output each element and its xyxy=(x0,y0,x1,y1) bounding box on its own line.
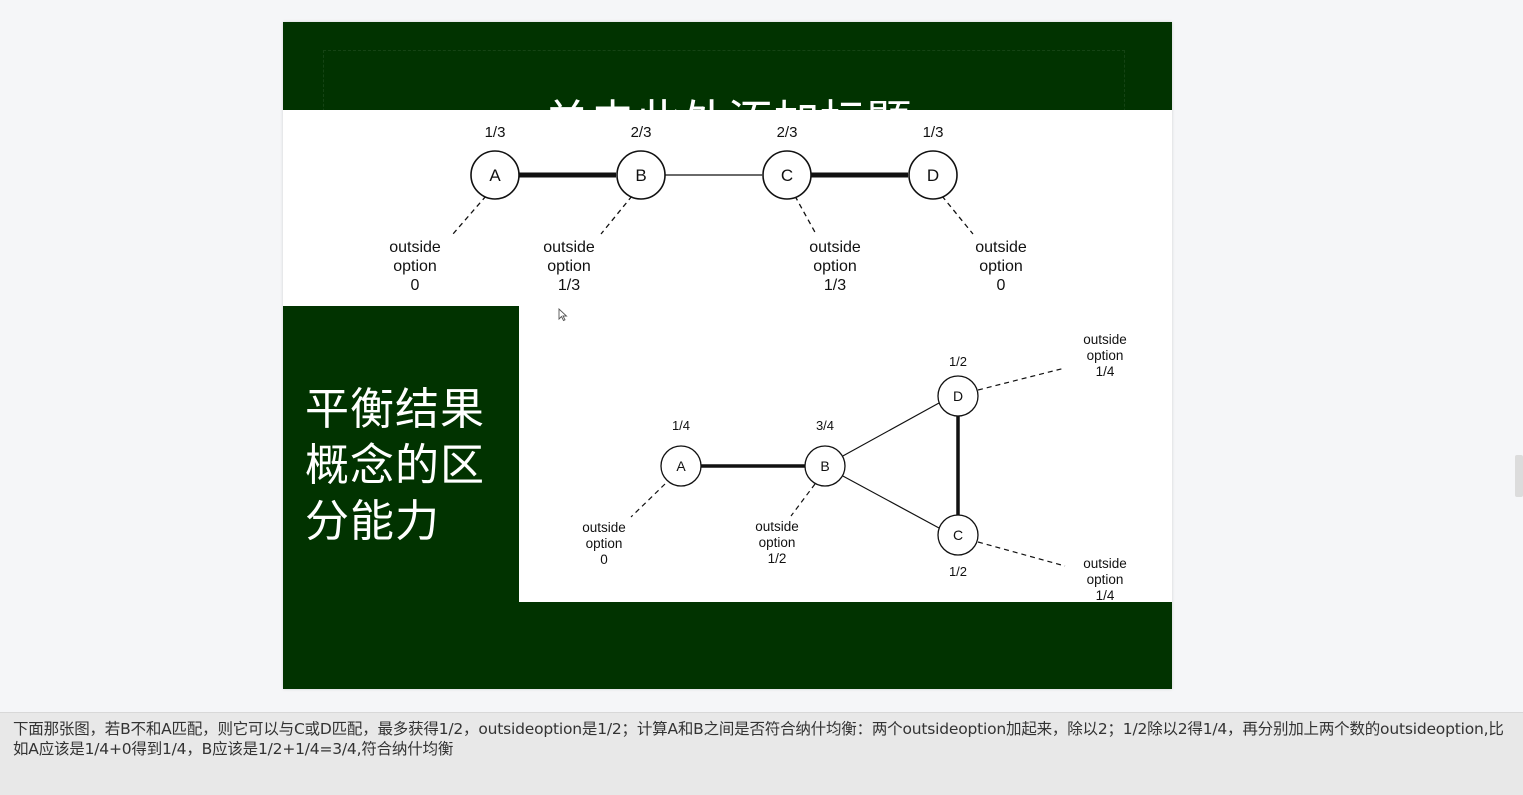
network-diagram-top: A 1/3 B 2/3 C 2/3 D 1/3 xyxy=(283,110,1172,306)
svg-text:outside: outside xyxy=(582,520,626,535)
outside-link-a xyxy=(452,195,487,235)
outside-link-d xyxy=(941,195,974,235)
outside-option-a: outside option 0 xyxy=(582,520,626,567)
node-b: B 2/3 xyxy=(616,124,666,200)
svg-text:option: option xyxy=(1087,572,1124,587)
outside-option-d: outside option 0 xyxy=(975,239,1027,294)
svg-text:option: option xyxy=(393,258,437,275)
node-value: 1/3 xyxy=(485,124,506,141)
outside-link-c xyxy=(977,541,1066,567)
slide: 单击此处添加标题 A 1/3 xyxy=(283,22,1172,689)
svg-text:option: option xyxy=(979,258,1023,275)
svg-text:1/2: 1/2 xyxy=(949,354,967,369)
svg-text:3/4: 3/4 xyxy=(816,418,834,433)
node-label: C xyxy=(781,166,793,185)
outside-link-b xyxy=(600,195,633,235)
svg-text:outside: outside xyxy=(755,519,799,534)
svg-text:outside: outside xyxy=(543,239,595,256)
svg-text:1/2: 1/2 xyxy=(768,551,787,566)
svg-text:outside: outside xyxy=(389,239,441,256)
outside-option-b: outside option 1/3 xyxy=(543,239,595,294)
svg-text:outside: outside xyxy=(809,239,861,256)
outside-option-c: outside option 1/3 xyxy=(809,239,861,294)
svg-text:A: A xyxy=(676,458,686,474)
svg-text:option: option xyxy=(813,258,857,275)
svg-text:option: option xyxy=(586,536,623,551)
node-a: A 1/3 xyxy=(470,124,520,200)
node-value: 2/3 xyxy=(777,124,798,141)
outside-link-d xyxy=(977,367,1066,391)
node-label: D xyxy=(927,166,939,185)
svg-text:B: B xyxy=(820,458,829,474)
outside-link-b xyxy=(790,483,816,517)
side-text-line: 平衡结果 xyxy=(305,384,485,435)
node-c: C 1/2 xyxy=(937,514,979,579)
node-label: B xyxy=(635,166,646,185)
outside-option-c: outside option 1/4 xyxy=(1083,556,1127,603)
node-label: A xyxy=(489,166,501,185)
svg-text:outside: outside xyxy=(1083,556,1127,571)
scrollbar-thumb[interactable] xyxy=(1515,455,1523,497)
node-b: B 3/4 xyxy=(804,418,846,487)
svg-text:1/4: 1/4 xyxy=(1096,588,1115,602)
svg-text:1/4: 1/4 xyxy=(1096,364,1115,379)
side-text-line: 概念的区 xyxy=(305,440,485,491)
outside-link-c xyxy=(794,195,817,235)
node-d: D 1/3 xyxy=(908,124,958,200)
svg-text:outside: outside xyxy=(975,239,1027,256)
outside-link-a xyxy=(630,483,666,518)
outside-option-d: outside option 1/4 xyxy=(1083,332,1127,379)
svg-text:1/3: 1/3 xyxy=(824,277,846,294)
outside-option-b: outside option 1/2 xyxy=(755,519,799,566)
svg-text:C: C xyxy=(953,527,963,543)
node-d: D 1/2 xyxy=(937,354,979,417)
svg-text:D: D xyxy=(953,388,963,404)
node-c: C 2/3 xyxy=(762,124,812,200)
svg-text:0: 0 xyxy=(411,277,420,294)
side-text-box[interactable]: 平衡结果 概念的区 分能力 xyxy=(305,382,505,550)
side-text-line: 分能力 xyxy=(305,496,440,547)
network-diagram-bottom: A 1/4 B 3/4 D 1/2 C 1/2 xyxy=(519,306,1172,603)
svg-text:1/4: 1/4 xyxy=(672,418,690,433)
node-value: 1/3 xyxy=(923,124,944,141)
svg-text:option: option xyxy=(759,535,796,550)
slide-viewer: 单击此处添加标题 A 1/3 xyxy=(283,22,1523,689)
svg-text:option: option xyxy=(1087,348,1124,363)
node-value: 2/3 xyxy=(631,124,652,141)
svg-text:outside: outside xyxy=(1083,332,1127,347)
edge-b-c xyxy=(840,474,940,529)
svg-text:option: option xyxy=(547,258,591,275)
edge-b-d xyxy=(840,402,940,458)
svg-text:1/2: 1/2 xyxy=(949,564,967,579)
outside-option-a: outside option 0 xyxy=(389,239,441,294)
svg-text:0: 0 xyxy=(600,552,608,567)
mouse-pointer-icon xyxy=(558,308,568,322)
svg-text:1/3: 1/3 xyxy=(558,277,580,294)
speaker-notes-text[interactable]: 下面那张图，若B不和A匹配，则它可以与C或D匹配，最多获得1/2，outside… xyxy=(13,720,1504,758)
notes-panel: 下面那张图，若B不和A匹配，则它可以与C或D匹配，最多获得1/2，outside… xyxy=(0,712,1523,795)
svg-text:0: 0 xyxy=(997,277,1006,294)
node-a: A 1/4 xyxy=(660,418,702,487)
